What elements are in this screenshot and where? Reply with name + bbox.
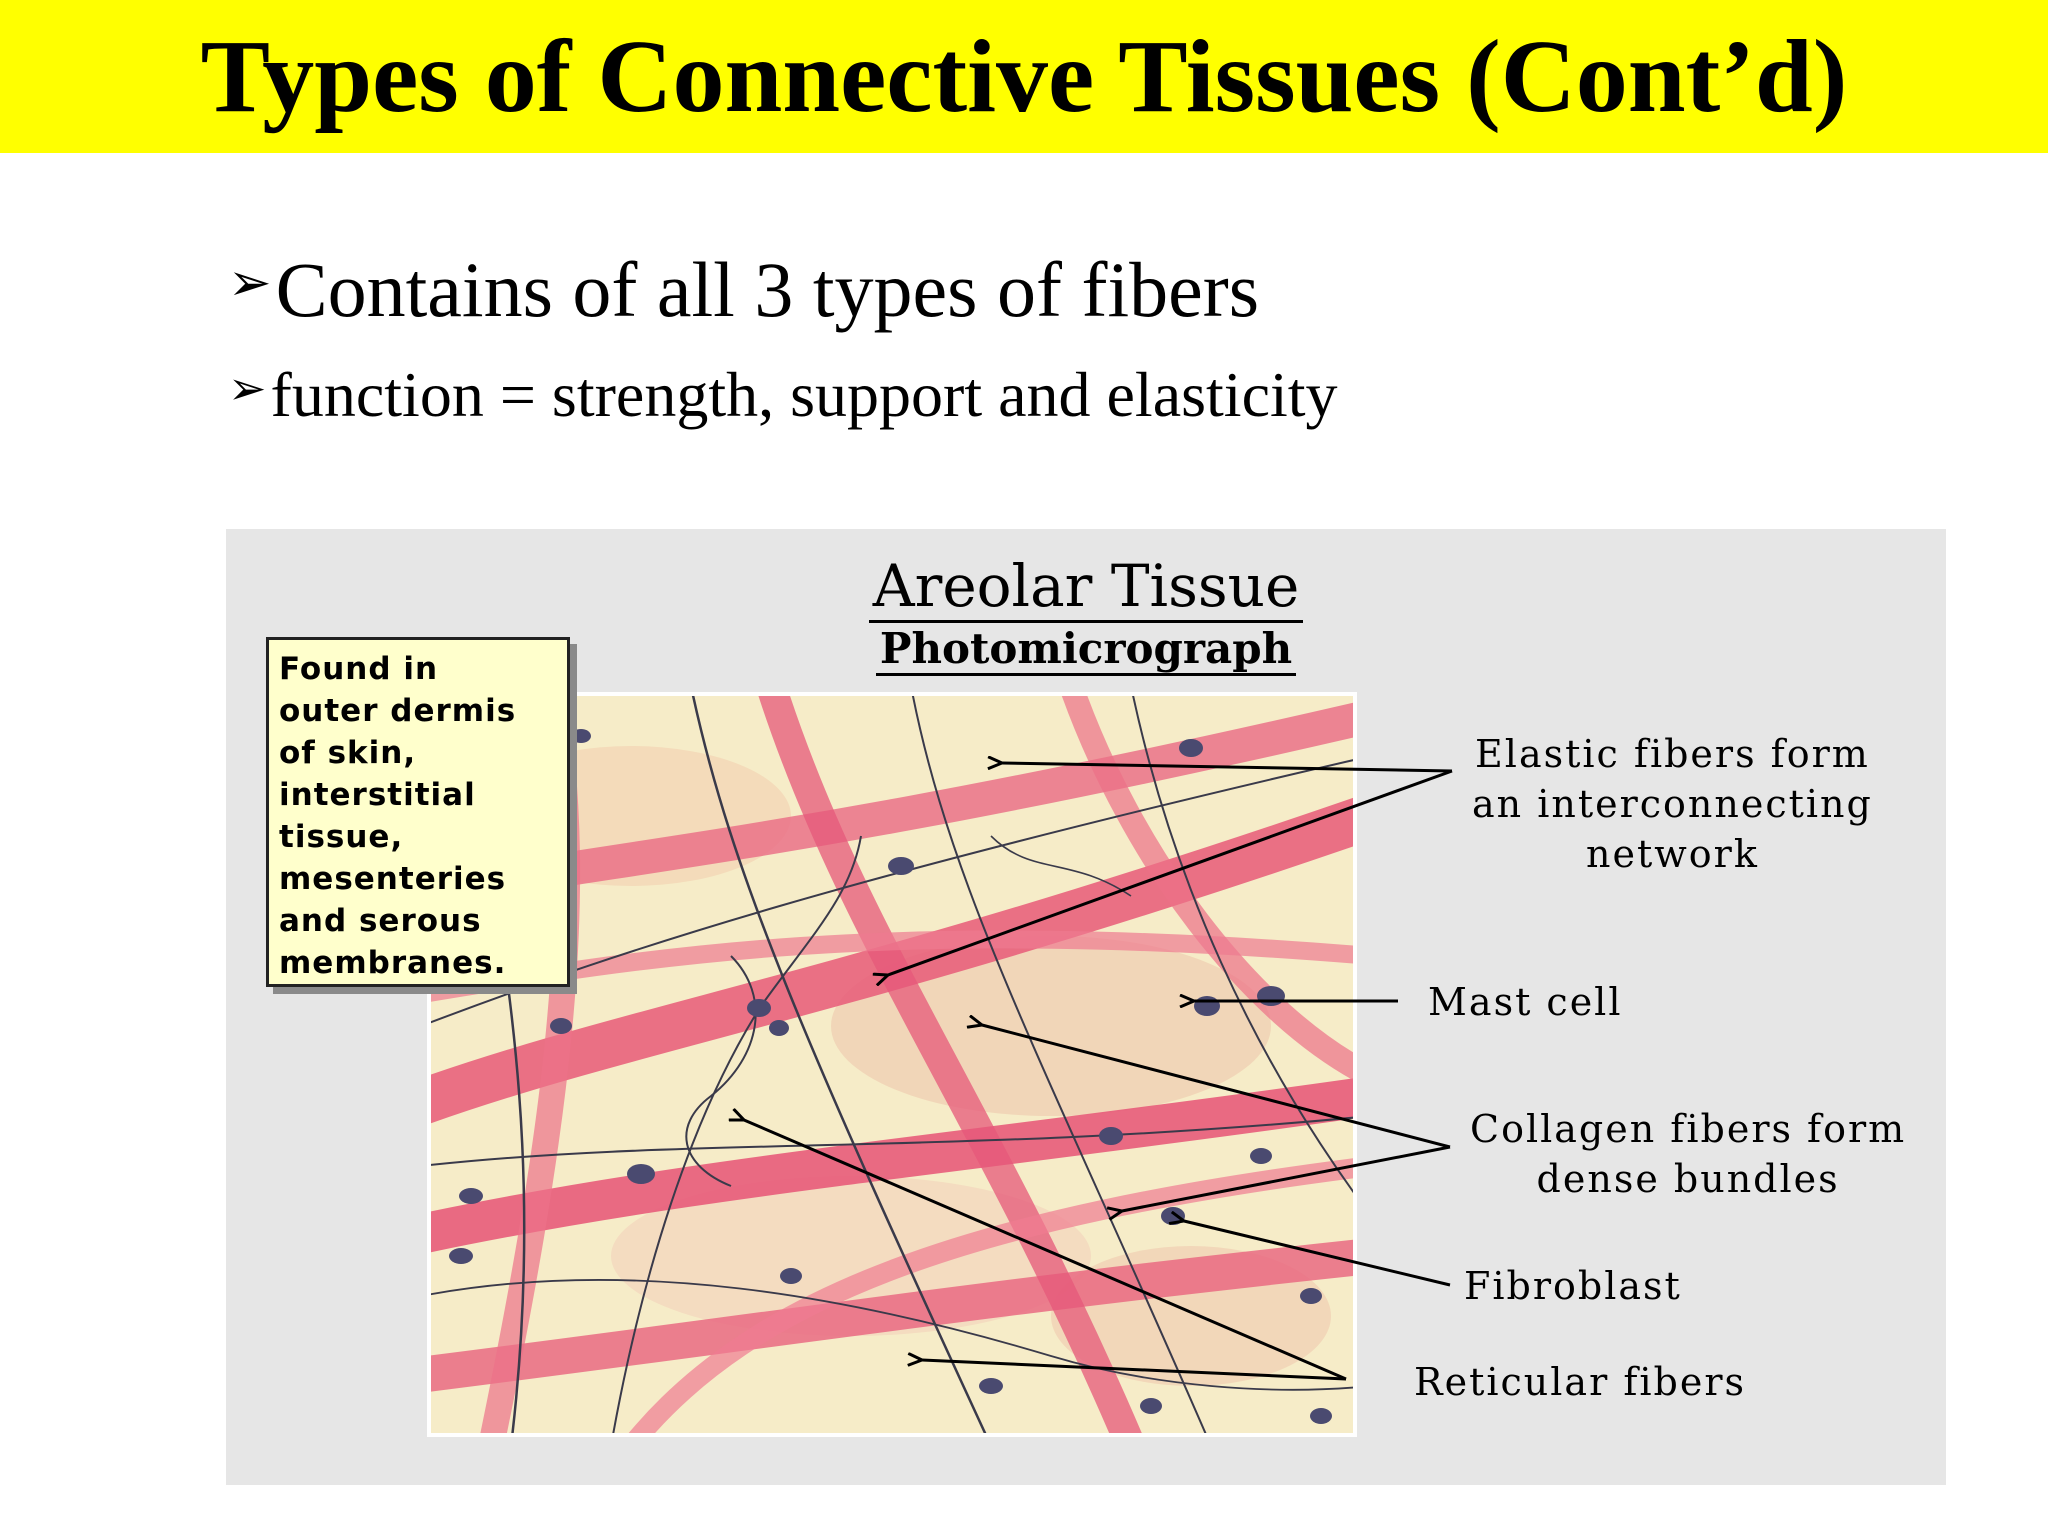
label-reticular-fibers: Reticular fibers [1414, 1360, 1747, 1404]
info-line: outer dermis [279, 693, 517, 729]
info-line: membranes. [279, 945, 507, 981]
label-collagen-fibers: Collagen fibers form dense bundles [1470, 1107, 1907, 1201]
label-mast-cell: Mast cell [1428, 980, 1623, 1024]
title-bar [0, 0, 2048, 153]
label-fibroblast: Fibroblast [1464, 1264, 1682, 1308]
info-line: of skin, [279, 735, 417, 771]
location-info-box: Found in outer dermis of skin, interstit… [266, 637, 570, 987]
arrowhead-bullet-icon: ➢ [228, 253, 272, 313]
figure-title: Areolar Tissue [226, 552, 1946, 623]
info-line: Found in [279, 651, 439, 687]
info-line: interstitial [279, 777, 476, 813]
slide-title: Types of Connective Tissues (Cont’d) [200, 19, 1848, 134]
figure-subtitle: Photomicrograph [226, 623, 1946, 676]
bullet-text: Contains of all 3 types of fibers [275, 246, 1260, 333]
label-elastic-fibers: Elastic fibers form an interconnecting n… [1472, 732, 1873, 876]
bullet-item: ➢Contains of all 3 types of fibers [228, 238, 1259, 335]
info-line: tissue, [279, 819, 404, 855]
bullet-item: ➢function = strength, support and elasti… [228, 350, 1338, 433]
info-line: and serous [279, 903, 482, 939]
info-line: mesenteries [279, 861, 507, 897]
bullet-text: function = strength, support and elastic… [270, 359, 1338, 430]
figure-panel: Areolar Tissue Photomicrograph [226, 529, 1946, 1485]
arrowhead-bullet-icon: ➢ [228, 361, 267, 415]
